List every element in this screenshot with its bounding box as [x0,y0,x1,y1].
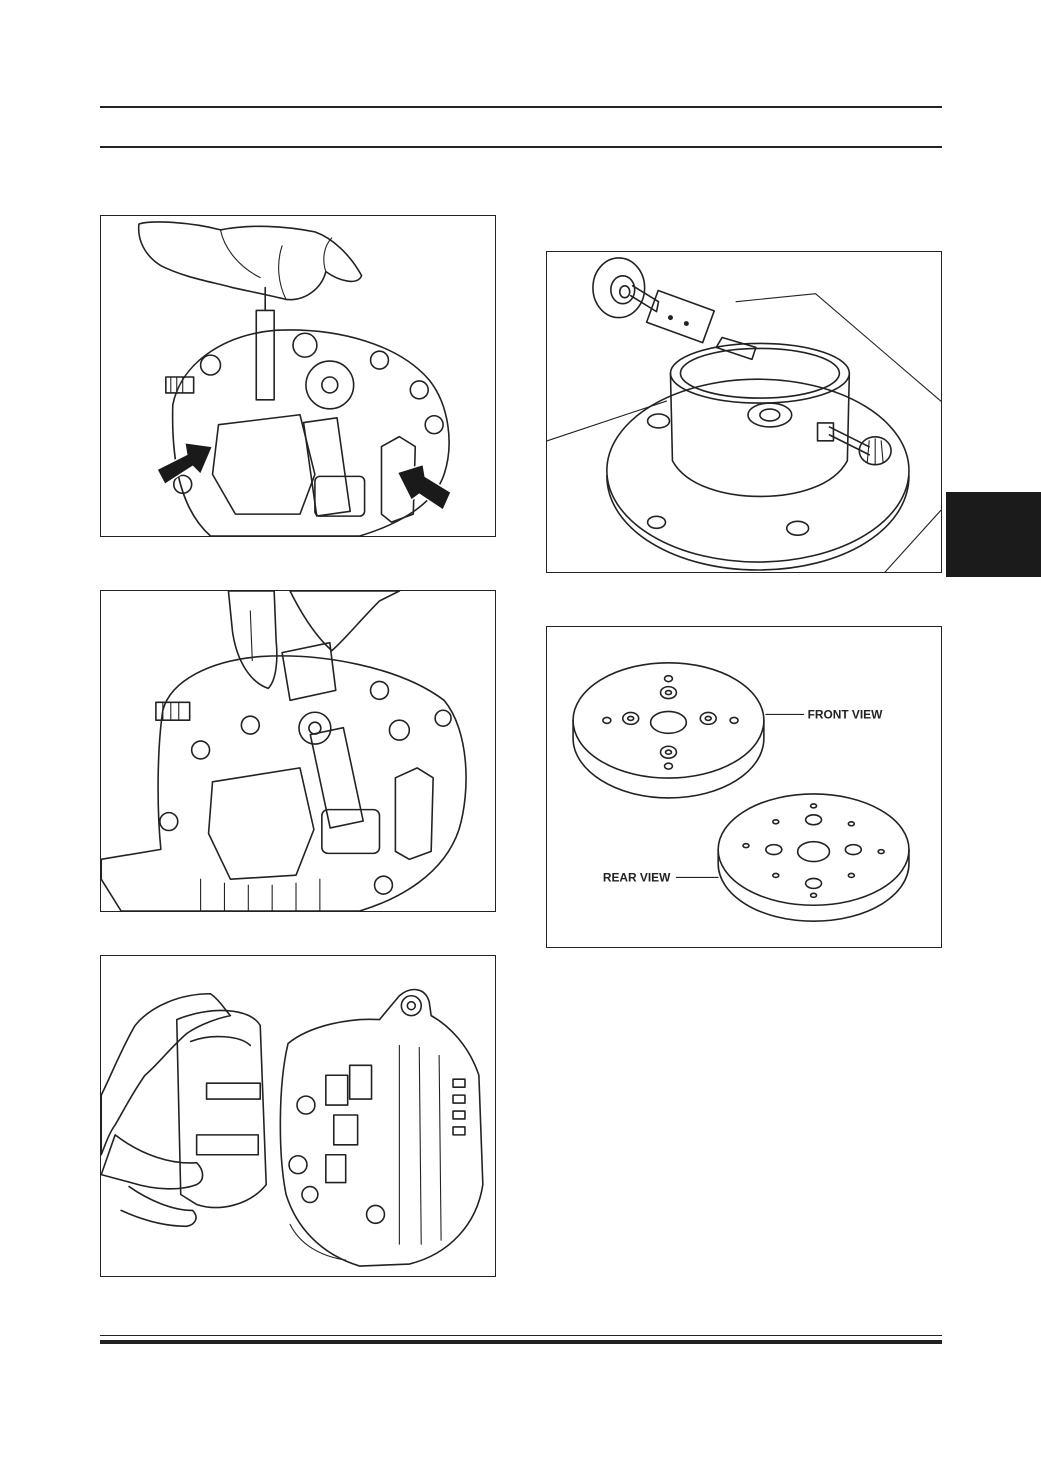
arrow-icon [396,463,452,512]
arrow-icon [155,441,214,486]
hand-icon [227,591,278,690]
rear-view-label: REAR VIEW [603,870,671,884]
header-rule-bottom [100,146,942,148]
header-rule-top [100,106,942,108]
figure-3 [100,955,496,1277]
rear-view-plate [717,793,910,922]
footer-rule-thin [100,1335,942,1336]
footer-rule-thick [100,1340,942,1344]
front-view-plate [572,661,765,799]
figure-1 [100,215,496,537]
figure-3-illustration [101,988,484,1267]
front-view-label: FRONT VIEW [808,707,884,721]
hand-icon [137,221,363,301]
bearing-puller-icon [592,257,892,466]
figure-4 [546,251,942,573]
figure-2-illustration [101,591,467,911]
screwdriver-icon [255,309,275,401]
chapter-tab [946,492,1041,577]
brush-holder-icon [281,641,337,702]
hand-icon [101,992,232,1156]
figure-5-illustration: FRONT VIEW REAR VIEW [572,661,910,922]
figure-5: FRONT VIEW REAR VIEW [546,626,942,948]
figure-4-illustration [547,257,941,572]
rear-cover-icon [175,1009,267,1209]
figure-1-illustration [137,221,452,536]
figure-2 [100,590,496,912]
